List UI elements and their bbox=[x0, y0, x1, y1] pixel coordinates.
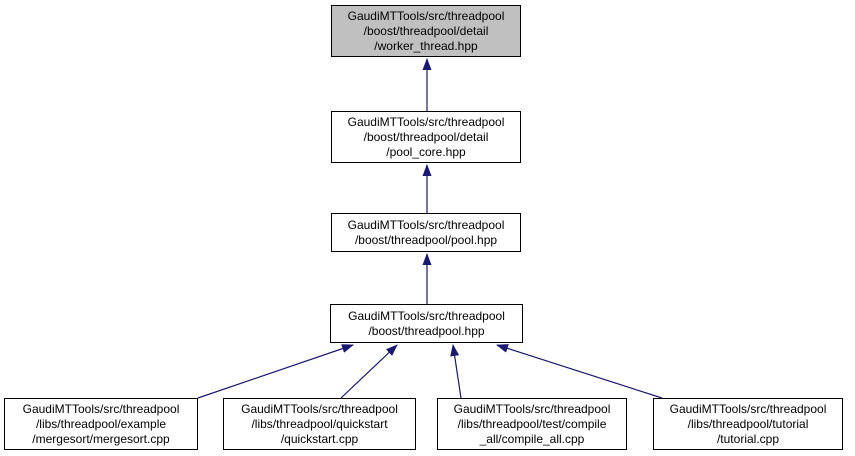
node-label-line: GaudiMTTools/src/threadpool bbox=[241, 401, 398, 416]
node-label-line: GaudiMTTools/src/threadpool bbox=[348, 308, 505, 323]
node-label-line: /worker_thread.hpp bbox=[374, 38, 478, 53]
node-label-line: /boost/threadpool.hpp bbox=[368, 323, 485, 338]
node-mergesort-cpp[interactable]: GaudiMTTools/src/threadpool /libs/thread… bbox=[4, 398, 198, 450]
dependency-arrow bbox=[450, 344, 462, 399]
node-label-line: /libs/threadpool/test/compile bbox=[457, 416, 607, 431]
node-label-line: /tutorial.cpp bbox=[716, 431, 780, 446]
node-label-line: /libs/threadpool/example bbox=[35, 416, 167, 431]
node-label-line: /pool_core.hpp bbox=[386, 144, 466, 159]
node-label-line: /boost/threadpool/detail bbox=[363, 23, 489, 38]
node-label-line: _all/compile_all.cpp bbox=[479, 431, 585, 446]
node-pool-core-hpp[interactable]: GaudiMTTools/src/threadpool /boost/threa… bbox=[331, 111, 521, 163]
node-label-line: /quickstart.cpp bbox=[280, 431, 359, 446]
node-label-line: /libs/threadpool/tutorial bbox=[687, 416, 809, 431]
dependency-arrow bbox=[197, 344, 354, 399]
node-label-line: GaudiMTTools/src/threadpool bbox=[347, 114, 505, 129]
node-worker-thread-hpp: GaudiMTTools/src/threadpool /boost/threa… bbox=[331, 5, 521, 57]
node-label-line: /boost/threadpool/pool.hpp bbox=[354, 232, 498, 247]
node-label-line: GaudiMTTools/src/threadpool bbox=[22, 401, 180, 416]
node-label-line: /libs/threadpool/quickstart bbox=[251, 416, 388, 431]
node-label-line: GaudiMTTools/src/threadpool bbox=[347, 217, 505, 232]
node-label-line: GaudiMTTools/src/threadpool bbox=[453, 401, 611, 416]
node-compile-all-cpp[interactable]: GaudiMTTools/src/threadpool /libs/thread… bbox=[437, 398, 627, 450]
dependency-arrow bbox=[496, 344, 663, 399]
node-quickstart-cpp[interactable]: GaudiMTTools/src/threadpool /libs/thread… bbox=[223, 398, 416, 450]
dependency-arrow bbox=[340, 344, 398, 399]
node-label-line: /boost/threadpool/detail bbox=[363, 129, 489, 144]
node-label-line: GaudiMTTools/src/threadpool bbox=[669, 401, 827, 416]
node-threadpool-hpp[interactable]: GaudiMTTools/src/threadpool /boost/threa… bbox=[330, 304, 523, 343]
node-pool-hpp[interactable]: GaudiMTTools/src/threadpool /boost/threa… bbox=[331, 213, 521, 252]
node-label-line: /mergesort/mergesort.cpp bbox=[32, 431, 170, 446]
node-tutorial-cpp[interactable]: GaudiMTTools/src/threadpool /libs/thread… bbox=[653, 398, 843, 450]
node-label-line: GaudiMTTools/src/threadpool bbox=[347, 8, 505, 23]
